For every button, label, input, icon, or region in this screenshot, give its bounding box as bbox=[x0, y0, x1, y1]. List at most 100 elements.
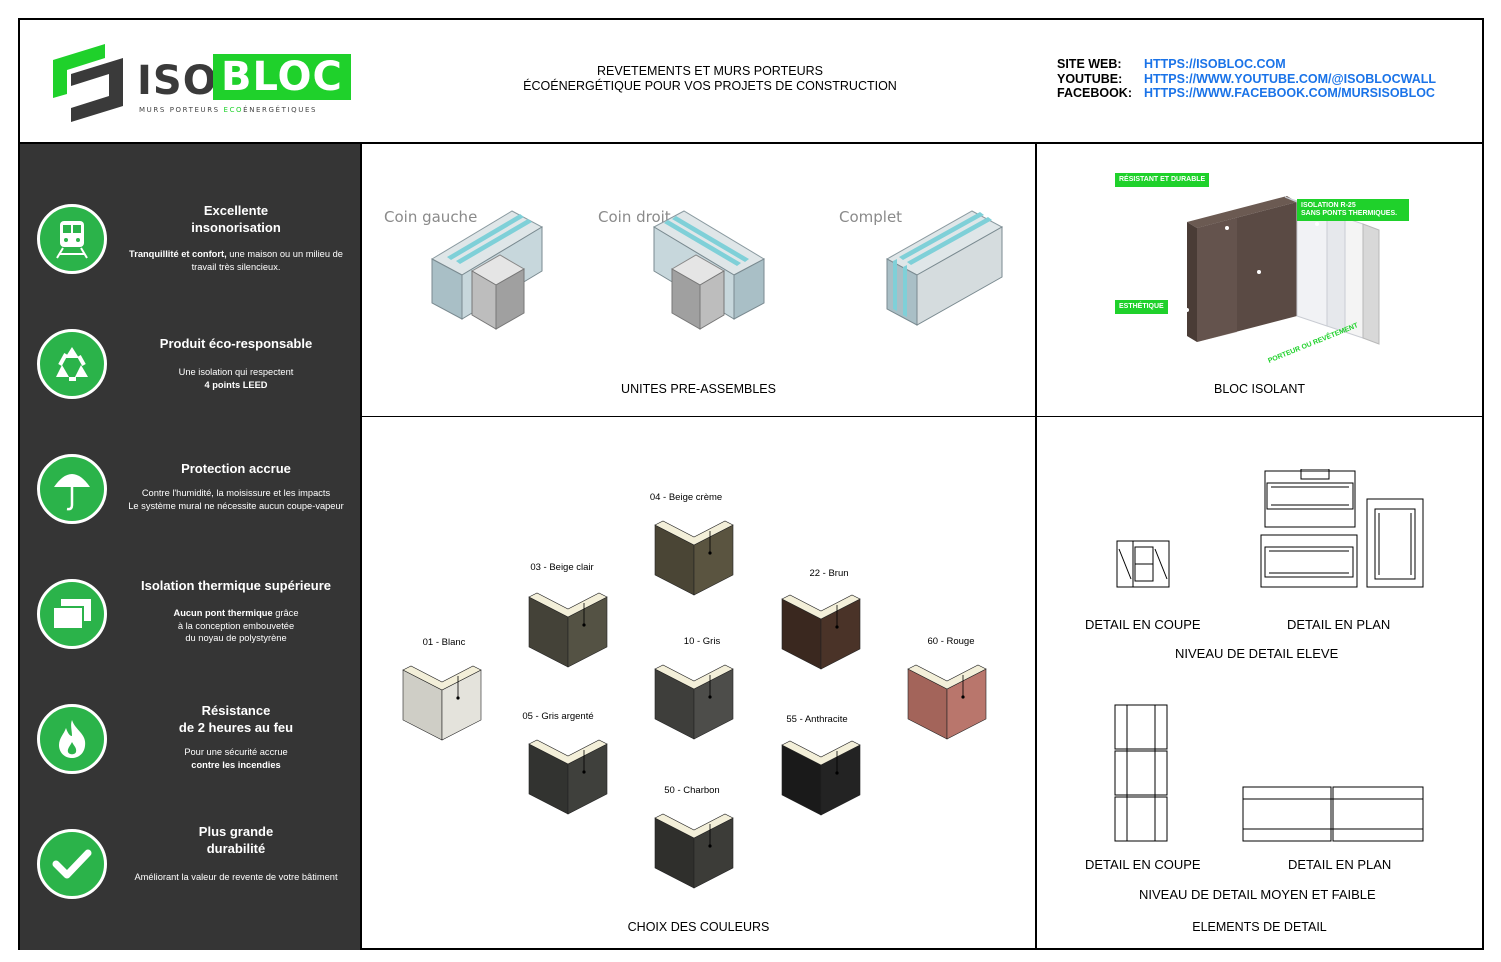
logo-mark-icon bbox=[53, 44, 123, 122]
tag-resistant: RÉSISTANT ET DURABLE bbox=[1115, 173, 1210, 187]
caption-insulated-block: BLOC ISOLANT bbox=[1214, 382, 1305, 396]
swatch-leader-dot bbox=[456, 696, 460, 700]
panel-detail-elements: DETAIL EN COUPE DETAIL EN PLAN NIVEAU DE… bbox=[1037, 417, 1482, 950]
feature-desc: Contre l'humidité, la moisissure et les … bbox=[128, 488, 344, 511]
color-swatch-label: 10 - Gris bbox=[684, 636, 721, 647]
panels-icon bbox=[37, 579, 107, 649]
feature-desc: Améliorant la valeur de revente de votre… bbox=[134, 872, 338, 882]
logo-word-bloc: BLOC bbox=[213, 54, 351, 100]
color-swatch-label: 55 - Anthracite bbox=[786, 714, 847, 725]
swatch-leader-dot bbox=[708, 551, 712, 555]
color-swatch-label: 22 - Brun bbox=[809, 568, 848, 579]
high-coupe-label: DETAIL EN COUPE bbox=[1085, 617, 1201, 632]
color-swatches: 04 - Beige crème 03 - Beige clair 22 - Bru… bbox=[402, 492, 987, 889]
swatch-leader-dot bbox=[582, 623, 586, 627]
swatch-leader-dot bbox=[708, 844, 712, 848]
swatch-leader-dot bbox=[582, 770, 586, 774]
swatch-leader-dot bbox=[835, 625, 839, 629]
sheet-title-line2: ÉCOÉNERGÉTIQUE POUR VOS PROJETS DE CONST… bbox=[523, 79, 897, 93]
header: ISO BLOC MURS PORTEURS ECOÉNERGÉTIQUES R… bbox=[20, 20, 1482, 144]
color-swatch bbox=[654, 664, 734, 740]
color-swatch-label: 04 - Beige crème bbox=[650, 492, 722, 503]
check-icon bbox=[37, 829, 107, 899]
contact-list: SITE WEB: HTTPS://ISOBLOC.COM YOUTUBE: H… bbox=[1057, 57, 1436, 101]
color-swatch-label: 03 - Beige clair bbox=[530, 562, 593, 573]
logo-word-iso: ISO bbox=[137, 58, 218, 104]
color-swatch bbox=[781, 594, 861, 670]
contact-website: SITE WEB: HTTPS://ISOBLOC.COM bbox=[1057, 57, 1286, 71]
panel-preassembled-units: Coin gauche Coin droit Complet bbox=[362, 144, 1035, 416]
high-plan-drawing bbox=[1260, 469, 1424, 588]
contact-facebook: FACEBOOK: HTTPS://WWW.FACEBOOK.COM/MURSI… bbox=[1057, 86, 1435, 100]
feature-title: Produit éco-responsable bbox=[159, 336, 313, 351]
high-section-drawing bbox=[1116, 540, 1170, 588]
feature-insulation: Isolation thermique supérieure Aucun pon… bbox=[20, 569, 360, 679]
color-swatch-label: 01 - Blanc bbox=[423, 637, 466, 648]
unit-label-right: Coin droit bbox=[598, 208, 671, 226]
color-swatch bbox=[402, 665, 482, 741]
sheet-title: REVETEMENTS ET MURS PORTEURS ÉCOÉNERGÉTI… bbox=[500, 64, 920, 94]
color-swatch bbox=[781, 740, 861, 816]
high-plan-label: DETAIL EN PLAN bbox=[1287, 617, 1391, 632]
swatch-leader-dot bbox=[835, 771, 839, 775]
recycle-icon bbox=[37, 329, 107, 399]
caption-color-choices: CHOIX DES COULEURS bbox=[627, 920, 770, 934]
caption-preassembled-units: UNITES PRE-ASSEMBLES bbox=[621, 382, 776, 396]
sheet-title-line1: REVETEMENTS ET MURS PORTEURS bbox=[597, 64, 823, 78]
swatch-leader-dot bbox=[708, 695, 712, 699]
caption-detail-elements: ELEMENTS DE DETAIL bbox=[1192, 920, 1327, 934]
grid-divider-vertical bbox=[1035, 144, 1037, 950]
unit-label-complete: Complet bbox=[839, 208, 903, 226]
color-swatch-label: 60 - Rouge bbox=[927, 636, 974, 647]
unit-complete-image bbox=[885, 210, 1004, 326]
unit-label-left: Coin gauche bbox=[384, 208, 478, 226]
low-level-label: NIVEAU DE DETAIL MOYEN ET FAIBLE bbox=[1139, 887, 1376, 902]
website-link[interactable]: HTTPS://ISOBLOC.COM bbox=[1144, 57, 1286, 71]
low-plan-drawing bbox=[1242, 786, 1424, 842]
train-icon bbox=[37, 204, 107, 274]
grid-divider-horizontal bbox=[362, 416, 1482, 417]
color-swatch bbox=[528, 592, 608, 668]
feature-desc: Tranquillité et confort, une maison ou u… bbox=[129, 249, 343, 272]
low-coupe-label: DETAIL EN COUPE bbox=[1085, 857, 1201, 872]
color-swatch bbox=[654, 813, 734, 889]
fire-icon bbox=[37, 704, 107, 774]
unit-left-corner-image bbox=[430, 210, 544, 330]
facebook-link[interactable]: HTTPS://WWW.FACEBOOK.COM/MURSISOBLOC bbox=[1144, 86, 1435, 100]
color-swatch bbox=[528, 739, 608, 815]
insulated-block-image bbox=[1185, 196, 1380, 345]
logo-tagline: MURS PORTEURS ECOÉNERGÉTIQUES bbox=[139, 106, 318, 114]
tag-aesthetic: ESTHÉTIQUE bbox=[1115, 300, 1168, 314]
panel-color-choices: 04 - Beige crème 03 - Beige clair 22 - Bru… bbox=[362, 417, 1035, 950]
contact-youtube: YOUTUBE: HTTPS://WWW.YOUTUBE.COM/@ISOBLO… bbox=[1057, 71, 1437, 86]
umbrella-icon bbox=[37, 454, 107, 524]
feature-protection: Protection accrue Contre l'humidité, la … bbox=[20, 444, 360, 554]
feature-title: Protection accrue bbox=[181, 461, 291, 476]
isobloc-logo: ISO BLOC MURS PORTEURS ECOÉNERGÉTIQUES bbox=[53, 44, 353, 124]
unit-right-corner-image bbox=[652, 210, 766, 330]
color-swatch bbox=[907, 664, 987, 740]
low-section-drawing bbox=[1114, 704, 1168, 842]
color-swatch bbox=[654, 520, 734, 596]
color-swatch-label: 50 - Charbon bbox=[664, 785, 719, 796]
color-swatch-label: 05 - Gris argenté bbox=[522, 711, 593, 722]
feature-eco: Produit éco-responsable Une isolation qu… bbox=[20, 319, 360, 429]
low-plan-label: DETAIL EN PLAN bbox=[1288, 857, 1392, 872]
feature-title: Isolation thermique supérieure bbox=[141, 578, 331, 593]
swatch-leader-dot bbox=[961, 695, 965, 699]
high-level-label: NIVEAU DE DETAIL ELEVE bbox=[1175, 646, 1339, 661]
youtube-link[interactable]: HTTPS://WWW.YOUTUBE.COM/@ISOBLOCWALL bbox=[1144, 71, 1437, 86]
drawing-sheet: ISO BLOC MURS PORTEURS ECOÉNERGÉTIQUES R… bbox=[18, 18, 1484, 950]
